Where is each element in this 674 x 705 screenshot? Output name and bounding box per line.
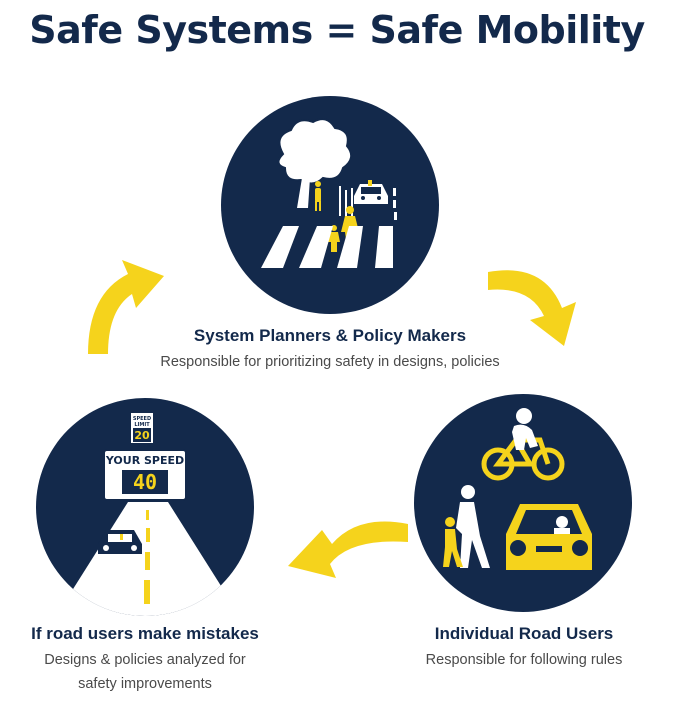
car-icon — [354, 180, 388, 204]
cyclist-icon — [512, 408, 538, 450]
planners-title: System Planners & Policy Makers — [193, 326, 467, 345]
car-icon — [506, 504, 592, 570]
planners-circle — [221, 96, 439, 314]
speed-sign-icon: SPEED LIMIT 20 YOUR SPEED 40 — [56, 411, 240, 616]
mistakes-description-line1: Designs & policies analyzed for — [44, 652, 246, 668]
speed-limit-value: 20 — [134, 429, 150, 442]
speed-limit-line2: LIMIT — [134, 422, 150, 428]
crosswalk-icon — [261, 226, 393, 268]
road-users-circle — [414, 394, 632, 612]
page-title: Safe Systems = Safe Mobility — [29, 8, 645, 52]
road-users-icon — [443, 408, 592, 570]
cycle-arrow-icon-bottom — [288, 521, 408, 578]
speed-limit-line1: SPEED — [133, 416, 151, 422]
your-speed-label: YOUR SPEED — [105, 454, 184, 467]
mistakes-title: If road users make mistakes — [31, 624, 259, 643]
planners-description: Responsible for prioritizing safety in d… — [160, 354, 500, 370]
child-pedestrian-icon — [443, 517, 463, 567]
mistakes-description-line2: safety improvements — [78, 676, 212, 692]
cycle-arrow-icon-left — [88, 260, 164, 354]
street-scene-icon — [261, 118, 397, 268]
road-users-description: Responsible for following rules — [425, 652, 623, 668]
tree-icon — [277, 118, 353, 208]
pedestrian-icon — [456, 485, 490, 568]
road-users-title: Individual Road Users — [434, 624, 614, 643]
your-speed-value: 40 — [133, 470, 157, 494]
car-icon — [98, 530, 142, 554]
mistakes-circle: SPEED LIMIT 20 YOUR SPEED 40 — [36, 398, 254, 616]
cycle-arrow-icon-right — [488, 270, 576, 346]
